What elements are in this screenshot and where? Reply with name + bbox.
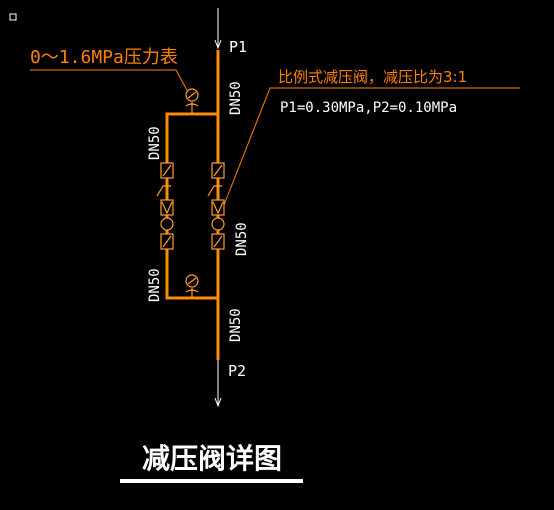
- dn50-main-mid: DN50: [234, 222, 250, 256]
- dn50-bypass-upper: DN50: [147, 126, 163, 160]
- title-underline: [120, 479, 303, 483]
- dn50-main-lower: DN50: [228, 308, 244, 342]
- pressure-gauge-icon: [185, 88, 199, 114]
- flow-arrow-icon: [214, 8, 222, 50]
- drawing-title: 减压阀详图: [142, 442, 282, 475]
- dn50-bypass-lower: DN50: [147, 268, 163, 302]
- valve-leader-line: [223, 87, 520, 206]
- p1-label: P1: [229, 38, 247, 56]
- p2-label: P2: [228, 362, 246, 380]
- valve-chain-bypass: [156, 162, 174, 250]
- dn50-main-upper: DN50: [228, 81, 244, 115]
- square-outline-icon: [9, 13, 17, 21]
- bypass-pipe: [165, 112, 218, 300]
- gauge-leader-line: [30, 69, 189, 93]
- flow-arrow-icon: [214, 360, 222, 408]
- pressure-gauge-icon: [185, 274, 199, 298]
- gauge-note: 0～1.6MPa压力表: [30, 47, 178, 68]
- valve-note-pressures: P1=0.30MPa,P2=0.10MPa: [280, 100, 457, 116]
- valve-chain-main: [207, 162, 225, 250]
- valve-note-title: 比例式减压阀，减压比为3:1: [278, 68, 467, 86]
